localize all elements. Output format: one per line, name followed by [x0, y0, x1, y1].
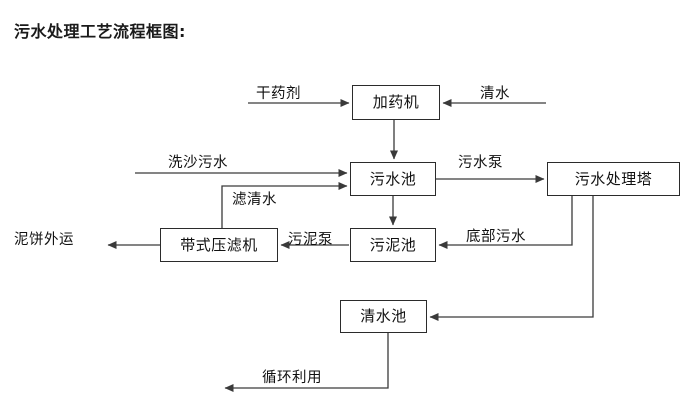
edge-label-recycle-use: 循环利用 [262, 370, 322, 386]
edge-label-sewage-pump: 污水泵 [458, 155, 503, 171]
edge-tower-to-clean-water-pool [429, 196, 594, 321]
terminal-label-sand-wash-sewage: 洗沙污水 [168, 155, 228, 171]
terminal-label-mud-cake-out: 泥饼外运 [14, 232, 74, 248]
edge-label-sludge-pump: 污泥泵 [288, 232, 333, 248]
edge-press-to-sewage-pool [221, 182, 348, 228]
edge-tower-to-sludge-pool [438, 196, 573, 249]
node-sludge-pool[interactable]: 污泥池 [350, 228, 436, 262]
terminal-label-clean-water-in: 清水 [480, 86, 510, 102]
edge-clean-water-pool-to-recycle [224, 333, 389, 392]
node-clean-water-pool[interactable]: 清水池 [340, 300, 427, 333]
edge-label-filtered-water: 滤清水 [232, 192, 277, 208]
node-dosing-machine[interactable]: 加药机 [352, 85, 440, 120]
node-sewage-pool[interactable]: 污水池 [350, 162, 436, 196]
node-belt-filter-press[interactable]: 带式压滤机 [160, 228, 278, 262]
edge-label-bottom-sewage: 底部污水 [466, 229, 526, 245]
page-title: 污水处理工艺流程框图: [14, 22, 186, 41]
terminal-label-dry-agent: 干药剂 [256, 86, 301, 102]
node-treatment-tower[interactable]: 污水处理塔 [547, 162, 680, 196]
